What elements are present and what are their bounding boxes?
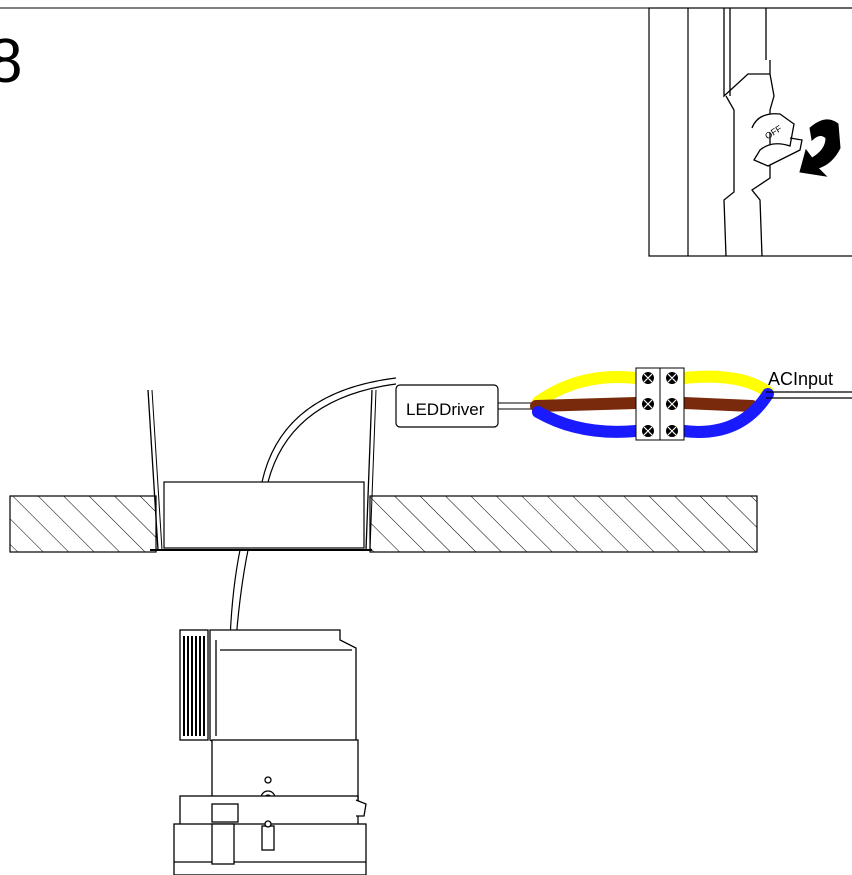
spring-clip-left [147, 389, 159, 551]
led-driver-label: LEDDriver [406, 400, 485, 419]
driver-cable [261, 377, 397, 483]
terminal-block [635, 367, 685, 441]
downlight-fixture [173, 629, 367, 875]
earth-wire [532, 370, 774, 408]
breaker-toggle [751, 113, 803, 167]
rotate-arrow-icon [799, 119, 841, 177]
ac-input-label: ACInput [768, 369, 833, 389]
recessed-housing [147, 389, 377, 551]
circuit-breaker-inset: OFF [648, 7, 852, 257]
step-number: 8 [0, 27, 22, 96]
ceiling-slab [9, 495, 758, 553]
wire-bundle: ACInput [530, 367, 852, 441]
spring-clip-right [365, 389, 373, 551]
fixture-cable [229, 549, 249, 641]
live-wire [530, 397, 758, 412]
breaker-body [723, 8, 775, 257]
neutral-wire [532, 388, 774, 438]
led-driver: LEDDriver [395, 384, 536, 428]
